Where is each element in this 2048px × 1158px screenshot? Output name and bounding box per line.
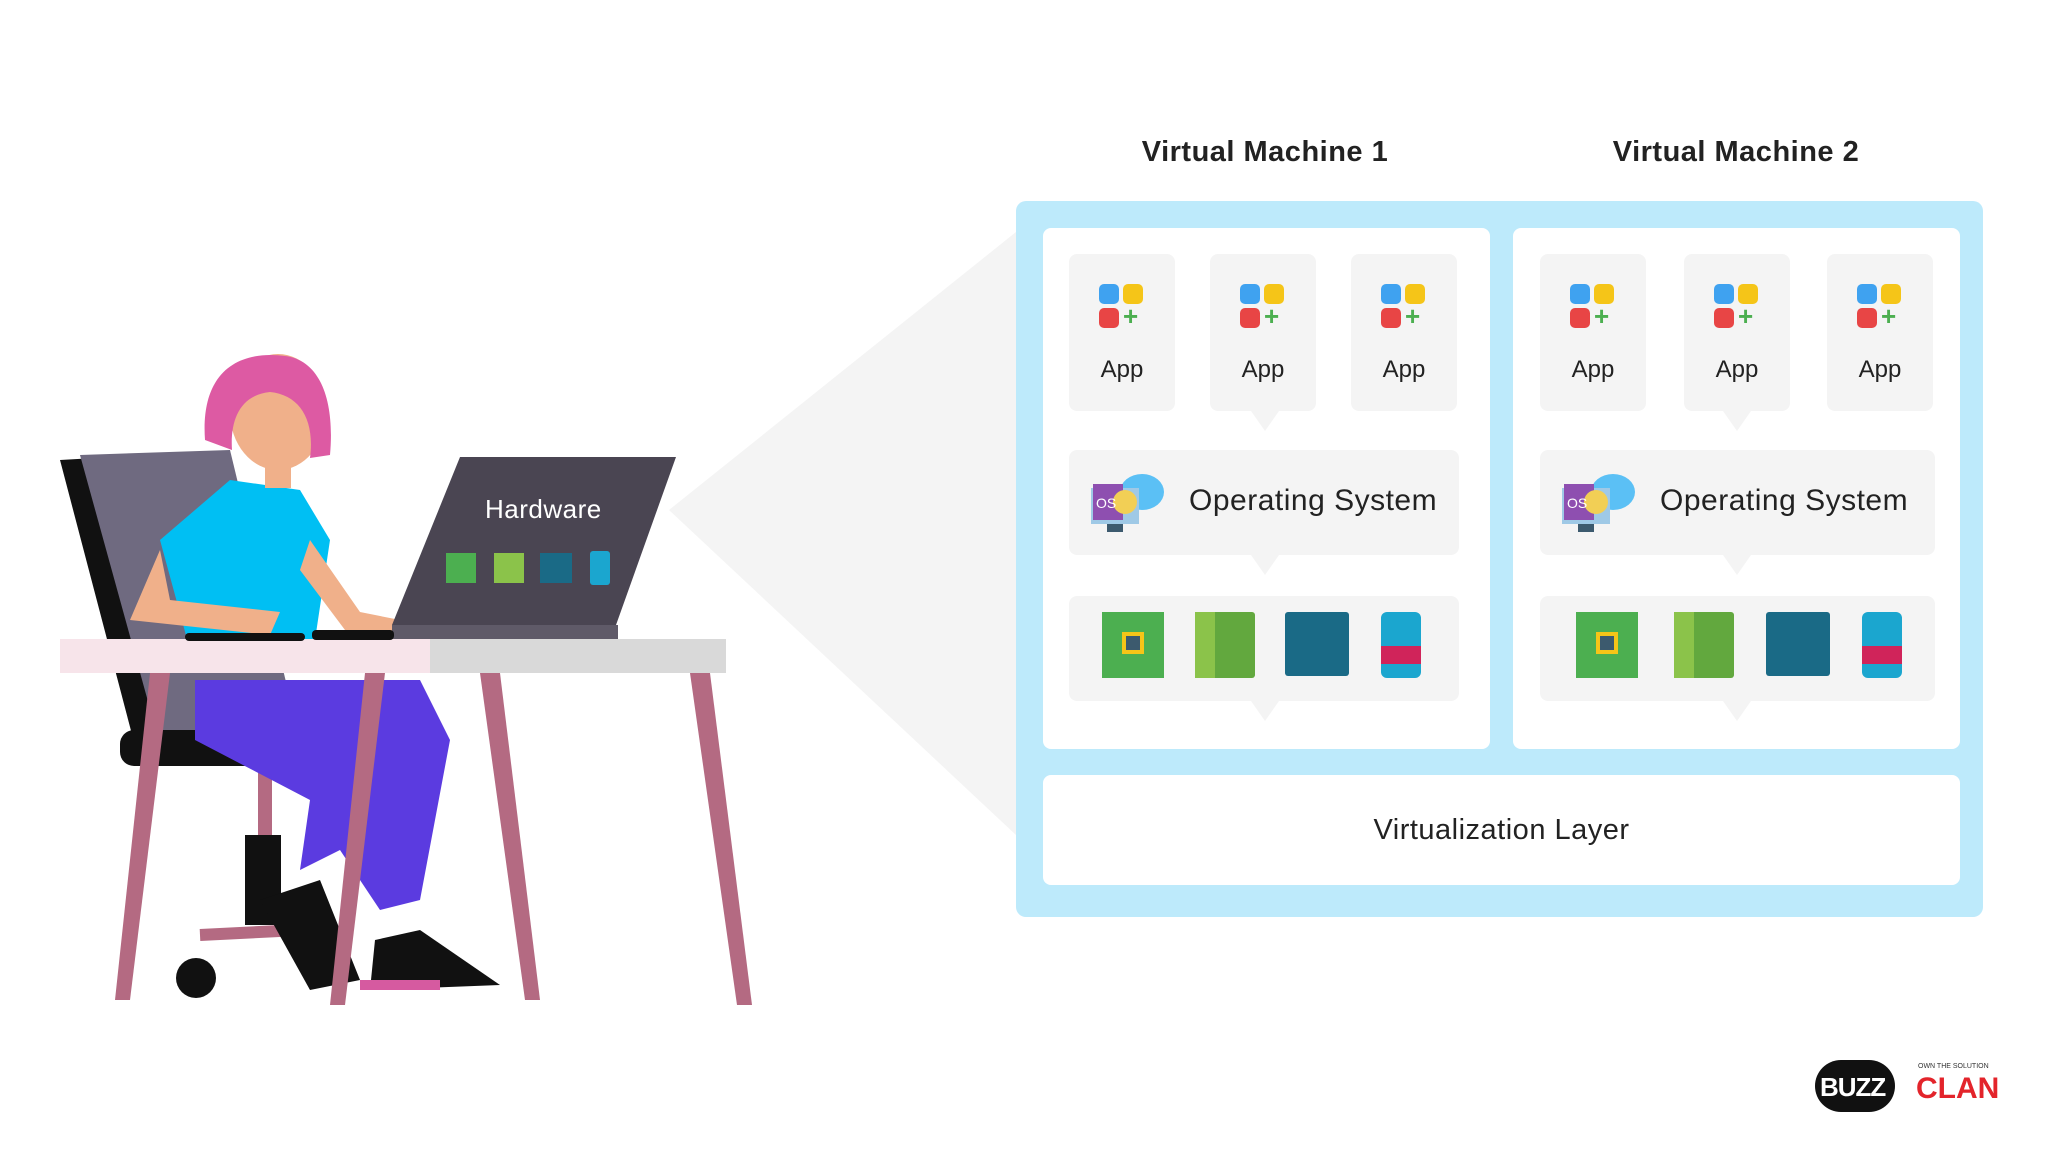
app-grid-icon: + — [1570, 284, 1616, 331]
motherboard-icon — [1102, 612, 1164, 678]
app-label: App — [1858, 356, 1902, 383]
app-grid-icon: + — [1714, 284, 1760, 331]
os-label: Operating System — [1660, 484, 1909, 517]
vm2-title: Virtual Machine 2 — [1612, 136, 1860, 168]
os-cloud-icon: OS — [1091, 474, 1164, 532]
vm2-hardware-card — [1540, 596, 1935, 701]
vm2-os-card: OS Operating System — [1540, 450, 1935, 555]
vm1-os-card: OS Operating System — [1069, 450, 1459, 555]
buzzclan-logo — [1815, 1060, 1895, 1112]
vm2-app-card: + App — [1540, 254, 1646, 411]
laptop-hardware-label: Hardware — [485, 494, 602, 524]
hdd-icon — [1674, 612, 1734, 678]
os-cloud-icon: OS — [1562, 474, 1635, 532]
vm1-app-card: + App — [1351, 254, 1457, 411]
vm1-title: Virtual Machine 1 — [1141, 136, 1389, 168]
app-grid-icon: + — [1240, 284, 1286, 331]
server-icon — [1285, 612, 1349, 676]
virtualization-layer: Virtualization Layer — [1043, 775, 1960, 885]
app-grid-icon: + — [1857, 284, 1903, 331]
os-label: Operating System — [1189, 484, 1438, 517]
motherboard-icon — [1576, 612, 1638, 678]
vm1-hardware-card — [1069, 596, 1459, 701]
app-grid-icon: + — [1099, 284, 1145, 331]
vm2-app-card: + App — [1827, 254, 1933, 411]
app-grid-icon: + — [1381, 284, 1427, 331]
app-label: App — [1571, 356, 1615, 383]
zoom-wedge — [669, 232, 1016, 835]
svg-text:OS: OS — [1567, 495, 1587, 511]
mobile-dev-icon — [1381, 612, 1421, 678]
app-label: App — [1715, 356, 1759, 383]
server-icon — [1766, 612, 1830, 676]
mobile-dev-icon — [1862, 612, 1902, 678]
logo-buzz: BUZZ — [1820, 1072, 1886, 1102]
hdd-icon — [1195, 612, 1255, 678]
vm1-app-card: + App — [1069, 254, 1175, 411]
vm2-app-card: + App — [1684, 254, 1790, 411]
vm1-app-card: + App — [1210, 254, 1316, 411]
svg-text:OS: OS — [1096, 495, 1116, 511]
app-label: App — [1100, 356, 1144, 383]
app-label: App — [1382, 356, 1426, 383]
logo-tagline: OWN THE SOLUTION — [1918, 1063, 1989, 1070]
logo-clan: CLAN — [1916, 1072, 2000, 1105]
app-label: App — [1241, 356, 1285, 383]
